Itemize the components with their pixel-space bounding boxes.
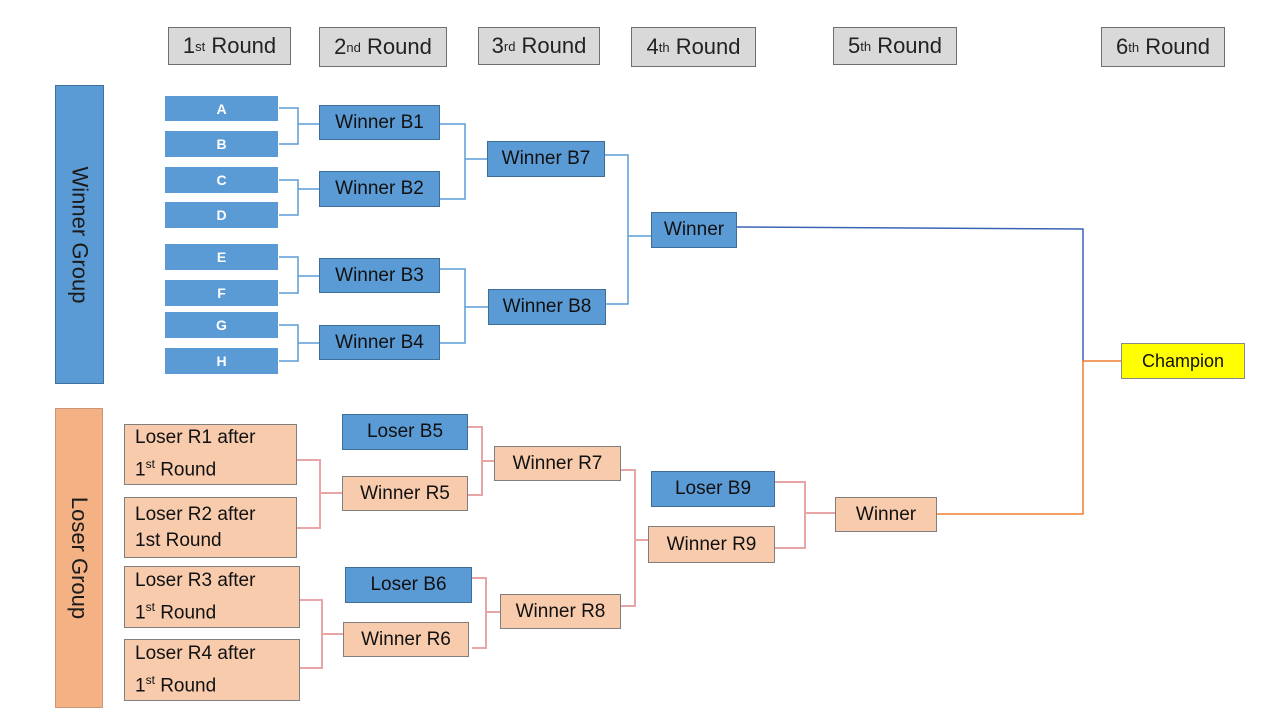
connector-b5r5: [468, 426, 483, 496]
team-c: C: [164, 166, 279, 194]
winner-r9: Winner R9: [648, 526, 775, 563]
connector-cd: [279, 179, 299, 216]
connector-b7b8: [605, 154, 629, 305]
connector-loser-final: [937, 360, 1121, 515]
connector-b3b4: [440, 268, 466, 344]
winner-group-final: Winner: [651, 212, 737, 248]
connector-gh: [279, 324, 299, 362]
winner-connectors: [279, 107, 651, 362]
loser-group-label: Loser Group: [55, 408, 103, 708]
winner-b2: Winner B2: [319, 171, 440, 207]
team-b: B: [164, 130, 279, 158]
connector-b1b2: [440, 123, 466, 200]
winner-r6: Winner R6: [343, 622, 469, 657]
team-h: H: [164, 347, 279, 375]
loser-connectors: [297, 426, 835, 669]
connector-b9r9: [775, 481, 806, 549]
team-d: D: [164, 201, 279, 229]
loser-b6: Loser B6: [345, 567, 472, 603]
winner-group-label: Winner Group: [55, 85, 104, 384]
connector-b6r6: [472, 577, 487, 649]
connector-r7r8: [621, 469, 636, 607]
team-a: A: [164, 95, 279, 122]
connector-r3r4: [300, 599, 323, 669]
champion-box: Champion: [1121, 343, 1245, 379]
loser-b5: Loser B5: [342, 414, 468, 450]
winner-r8: Winner R8: [500, 594, 621, 629]
winner-r7: Winner R7: [494, 446, 621, 481]
winner-b8: Winner B8: [488, 289, 606, 325]
loser-group-final: Winner: [835, 497, 937, 532]
winner-b3: Winner B3: [319, 258, 440, 293]
connector-ef: [279, 256, 299, 294]
team-f: F: [164, 279, 279, 307]
connector-r1r2: [297, 459, 321, 529]
connector-ab: [279, 107, 299, 145]
winner-b4: Winner B4: [319, 325, 440, 360]
loser-b9: Loser B9: [651, 471, 775, 507]
team-e: E: [164, 243, 279, 271]
winner-b7: Winner B7: [487, 141, 605, 177]
team-g: G: [164, 311, 279, 339]
winner-b1: Winner B1: [319, 105, 440, 140]
winner-r5: Winner R5: [342, 476, 468, 511]
connector-winner-final: [736, 226, 1084, 361]
